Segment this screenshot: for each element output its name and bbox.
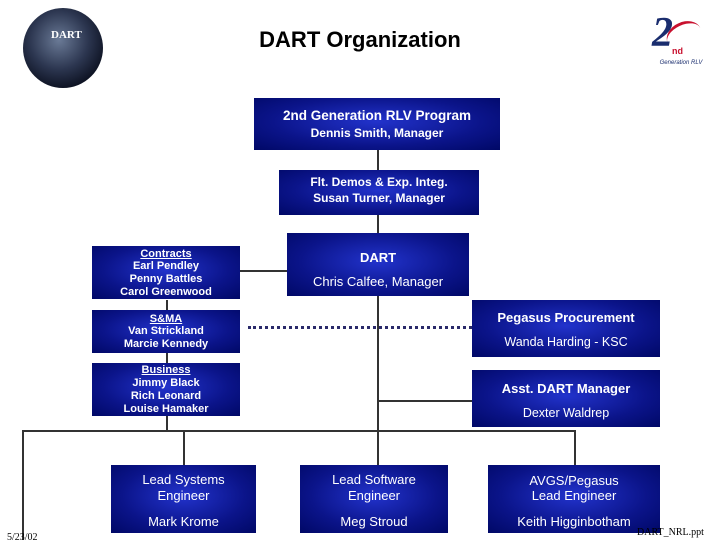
engineer-title: Lead Engineer	[531, 488, 617, 503]
engineer-title: Engineer	[347, 488, 401, 503]
connector-contracts-dart	[166, 270, 378, 272]
dart-logo: DART	[23, 8, 103, 88]
sma-title: S&MA	[149, 313, 183, 325]
flt-demos-box: Flt. Demos & Exp. Integ. Susan Turner, M…	[279, 170, 479, 215]
asst-manager-name: Dexter Waldrep	[522, 406, 610, 420]
engineer-title: Lead Systems	[142, 472, 225, 487]
connector-eng1	[183, 430, 185, 465]
connector-bottom-left-drop	[22, 430, 24, 540]
business-name: Jimmy Black	[132, 377, 200, 389]
dart-title: DART	[359, 250, 397, 265]
program-box: 2nd Generation RLV Program Dennis Smith,…	[254, 98, 500, 150]
connector-flt-dart	[377, 215, 379, 233]
dart-logo-text: DART	[51, 29, 82, 41]
contracts-name: Carol Greenwood	[120, 286, 212, 298]
dart-manager: Chris Calfee, Manager	[312, 274, 444, 289]
business-title: Business	[141, 364, 191, 376]
flt-demos-manager: Susan Turner, Manager	[313, 191, 445, 205]
footer-date: 5/23/02	[7, 532, 38, 543]
footer-filename: DART_NRL.ppt	[637, 527, 704, 538]
sma-box: S&MA Van Strickland Marcie Kennedy	[92, 310, 240, 353]
engineer-title: Lead Software	[332, 472, 416, 487]
pegasus-name: Wanda Harding - KSC	[504, 335, 628, 349]
pegasus-title: Pegasus Procurement	[497, 310, 635, 325]
program-manager: Dennis Smith, Manager	[310, 126, 444, 140]
connector-eng2	[377, 430, 379, 465]
connector-dart-trunk	[377, 296, 379, 430]
connector-asst-branch	[377, 400, 497, 402]
sma-name: Marcie Kennedy	[123, 338, 209, 350]
engineer-box: AVGS/Pegasus Lead Engineer Keith Higginb…	[488, 465, 660, 533]
engineer-box: Lead Systems Engineer Mark Krome	[111, 465, 256, 533]
page-title: DART Organization	[259, 27, 461, 52]
pegasus-box: Pegasus Procurement Wanda Harding - KSC	[472, 300, 660, 357]
sma-name: Van Strickland	[128, 325, 204, 337]
connector-program-flt	[377, 150, 379, 170]
flt-demos-title: Flt. Demos & Exp. Integ.	[310, 175, 448, 189]
engineer-name: Meg Stroud	[340, 514, 408, 529]
contracts-box: Contracts Earl Pendley Penny Battles Car…	[92, 246, 240, 299]
logo-subtitle: Generation RLV	[659, 60, 703, 66]
asst-manager-box: Asst. DART Manager Dexter Waldrep	[472, 370, 660, 427]
logo-nd-glyph: nd	[672, 46, 683, 56]
asst-manager-title: Asst. DART Manager	[501, 381, 631, 396]
connector-bottom-bar	[22, 430, 576, 432]
program-title: 2nd Generation RLV Program	[282, 108, 472, 123]
business-name: Rich Leonard	[130, 390, 202, 402]
second-generation-logo: 2 nd Generation RLV	[648, 12, 714, 70]
dart-box: DART Chris Calfee, Manager	[287, 233, 469, 296]
engineer-title: AVGS/Pegasus	[529, 473, 619, 488]
business-box: Business Jimmy Black Rich Leonard Louise…	[92, 363, 240, 416]
dotted-connector-pegasus	[248, 326, 472, 329]
contracts-name: Penny Battles	[129, 273, 203, 285]
connector-eng3	[574, 430, 576, 465]
logo-2-glyph: 2	[652, 10, 673, 56]
engineer-box: Lead Software Engineer Meg Stroud	[300, 465, 448, 533]
engineer-title: Engineer	[157, 488, 210, 503]
engineer-name: Mark Krome	[148, 514, 219, 529]
contracts-title: Contracts	[140, 248, 192, 260]
engineer-name: Keith Higginbotham	[517, 514, 631, 529]
contracts-name: Earl Pendley	[132, 260, 200, 272]
business-name: Louise Hamaker	[123, 403, 209, 415]
